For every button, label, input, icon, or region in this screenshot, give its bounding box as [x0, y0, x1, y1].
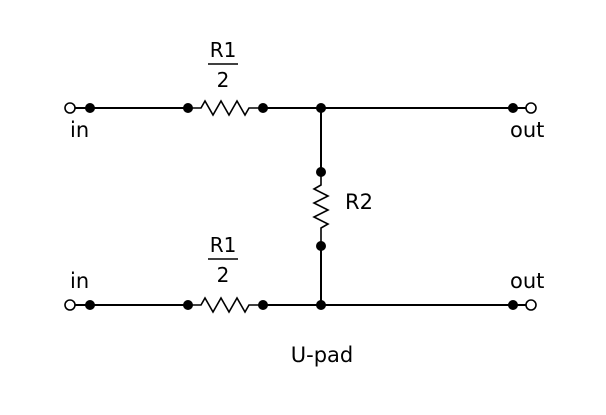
terminal-top-left — [64, 102, 76, 114]
node-top-res-left — [183, 103, 193, 113]
terminal-top-right — [525, 102, 537, 114]
node-shunt-top — [316, 167, 326, 177]
node-bottom-junction — [316, 300, 326, 310]
shunt-resistor-label: R2 — [345, 190, 373, 214]
node-bottom-res-right — [258, 300, 268, 310]
terminals — [64, 102, 537, 311]
bottom-line — [75, 296, 526, 314]
node-shunt-bottom — [316, 241, 326, 251]
node-bottom-out — [508, 300, 518, 310]
terminal-label-top-left: in — [70, 118, 89, 142]
top-resistor-numerator: R1 — [210, 38, 237, 62]
junction-nodes — [85, 103, 518, 310]
shunt-branch — [312, 108, 330, 305]
top-line — [75, 99, 526, 117]
node-top-in — [85, 103, 95, 113]
shunt-resistor — [312, 172, 330, 246]
terminal-label-bottom-left: in — [70, 269, 89, 293]
terminal-label-top-right: out — [510, 118, 544, 142]
terminal-bottom-left — [64, 299, 76, 311]
node-top-out — [508, 103, 518, 113]
bottom-resistor-numerator: R1 — [210, 233, 237, 257]
diagram-caption: U-pad — [291, 343, 353, 367]
bottom-series-resistor — [188, 296, 263, 314]
node-bottom-in — [85, 300, 95, 310]
top-resistor-denominator: 2 — [217, 68, 230, 92]
top-series-resistor — [188, 99, 263, 117]
terminal-bottom-right — [525, 299, 537, 311]
bottom-resistor-denominator: 2 — [217, 263, 230, 287]
node-bottom-res-left — [183, 300, 193, 310]
bottom-resistor-label: R1 2 — [208, 233, 238, 287]
terminal-label-bottom-right: out — [510, 269, 544, 293]
node-top-junction — [316, 103, 326, 113]
node-top-res-right — [258, 103, 268, 113]
top-resistor-label: R1 2 — [208, 38, 238, 92]
